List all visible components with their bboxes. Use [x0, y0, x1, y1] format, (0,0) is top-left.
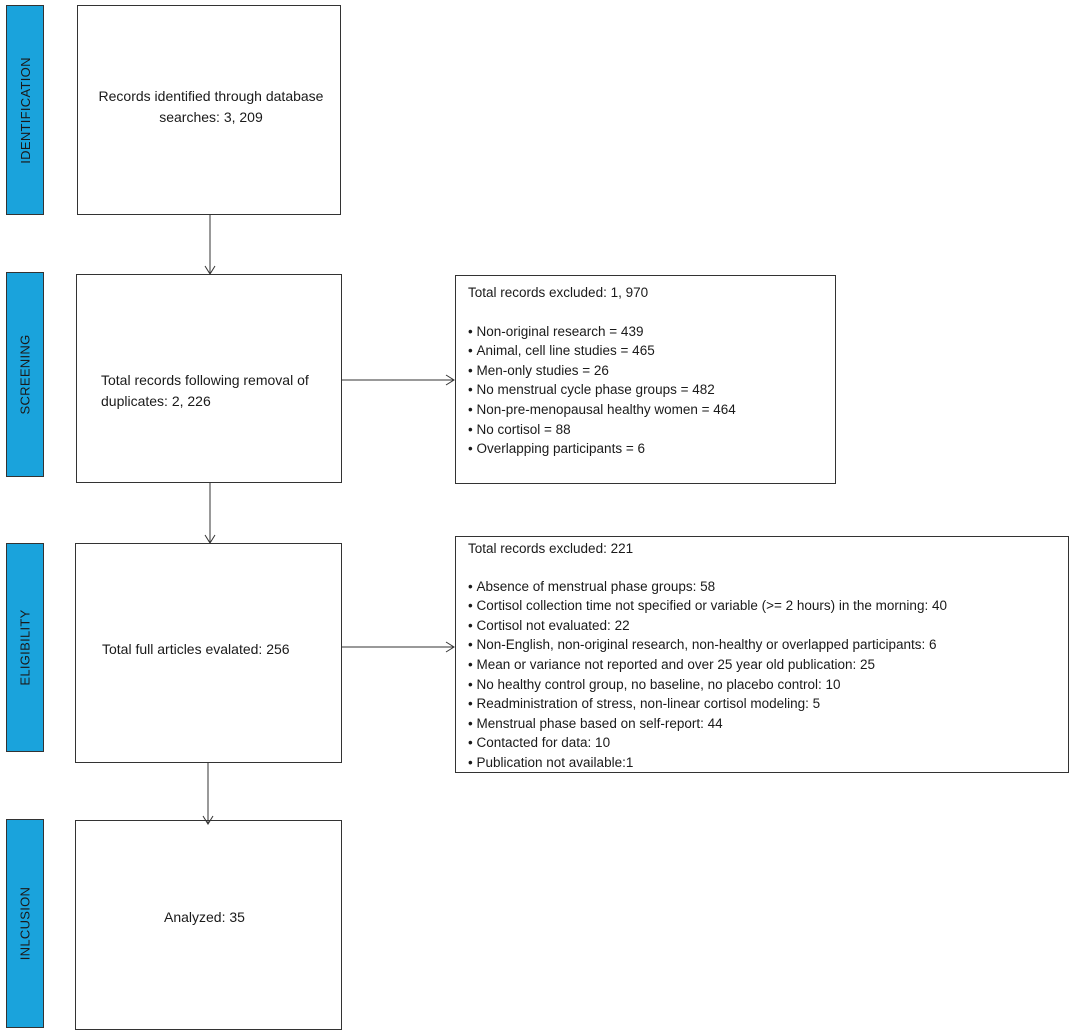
- analyzed-text: Analyzed: 35: [164, 909, 245, 925]
- box-excluded-eligibility: Total records excluded: 221 Absence of m…: [455, 536, 1069, 773]
- arrowhead: [202, 815, 214, 825]
- arrowhead: [445, 374, 455, 386]
- excluded-eligibility-list: Absence of menstrual phase groups: 58 Co…: [468, 577, 1056, 773]
- box-records-identified: Records identified through database sear…: [77, 5, 341, 215]
- list-item: Absence of menstrual phase groups: 58: [468, 577, 1056, 597]
- list-item: Contacted for data: 10: [468, 733, 1056, 753]
- after-duplicates-line2: duplicates: 2, 226: [101, 393, 211, 409]
- list-item: Overlapping participants = 6: [468, 439, 823, 459]
- after-duplicates-line1: Total records following removal of: [101, 372, 309, 388]
- list-item: Non-pre-menopausal healthy women = 464: [468, 400, 823, 420]
- box-analyzed: Analyzed: 35: [75, 820, 342, 1030]
- full-articles-text: Total full articles evalated: 256: [102, 641, 290, 657]
- excluded-screening-title: Total records excluded: 1, 970: [468, 285, 649, 300]
- records-identified-line1: Records identified through database: [98, 88, 324, 104]
- list-item: Menstrual phase based on self-report: 44: [468, 714, 1056, 734]
- list-item: Cortisol not evaluated: 22: [468, 616, 1056, 636]
- list-item: Non-English, non-original research, non-…: [468, 635, 1056, 655]
- box-excluded-screening: Total records excluded: 1, 970 Non-origi…: [455, 275, 836, 484]
- list-item: No healthy control group, no baseline, n…: [468, 675, 1056, 695]
- arrowhead: [204, 265, 216, 275]
- stage-inclusion: INLCUSION: [6, 819, 44, 1028]
- arrowhead: [445, 641, 455, 653]
- stage-eligibility: ELIGIBILITY: [6, 543, 44, 752]
- list-item: No cortisol = 88: [468, 420, 823, 440]
- list-item: Mean or variance not reported and over 2…: [468, 655, 1056, 675]
- excluded-screening-list: Non-original research = 439 Animal, cell…: [468, 322, 823, 459]
- list-item: Non-original research = 439: [468, 322, 823, 342]
- list-item: Animal, cell line studies = 465: [468, 341, 823, 361]
- list-item: Men-only studies = 26: [468, 361, 823, 381]
- excluded-eligibility-title: Total records excluded: 221: [468, 541, 634, 556]
- list-item: Cortisol collection time not specified o…: [468, 596, 1056, 616]
- stage-identification: IDENTIFICATION: [6, 5, 44, 215]
- box-full-articles: Total full articles evalated: 256: [75, 543, 342, 763]
- stage-screening: SCREENING: [6, 272, 44, 477]
- records-identified-line2: searches: 3, 209: [159, 109, 263, 125]
- list-item: No menstrual cycle phase groups = 482: [468, 380, 823, 400]
- list-item: Readministration of stress, non-linear c…: [468, 694, 1056, 714]
- box-after-duplicates: Total records following removal of dupli…: [76, 274, 342, 483]
- arrowhead: [204, 534, 216, 544]
- list-item: Publication not available:1: [468, 753, 1056, 773]
